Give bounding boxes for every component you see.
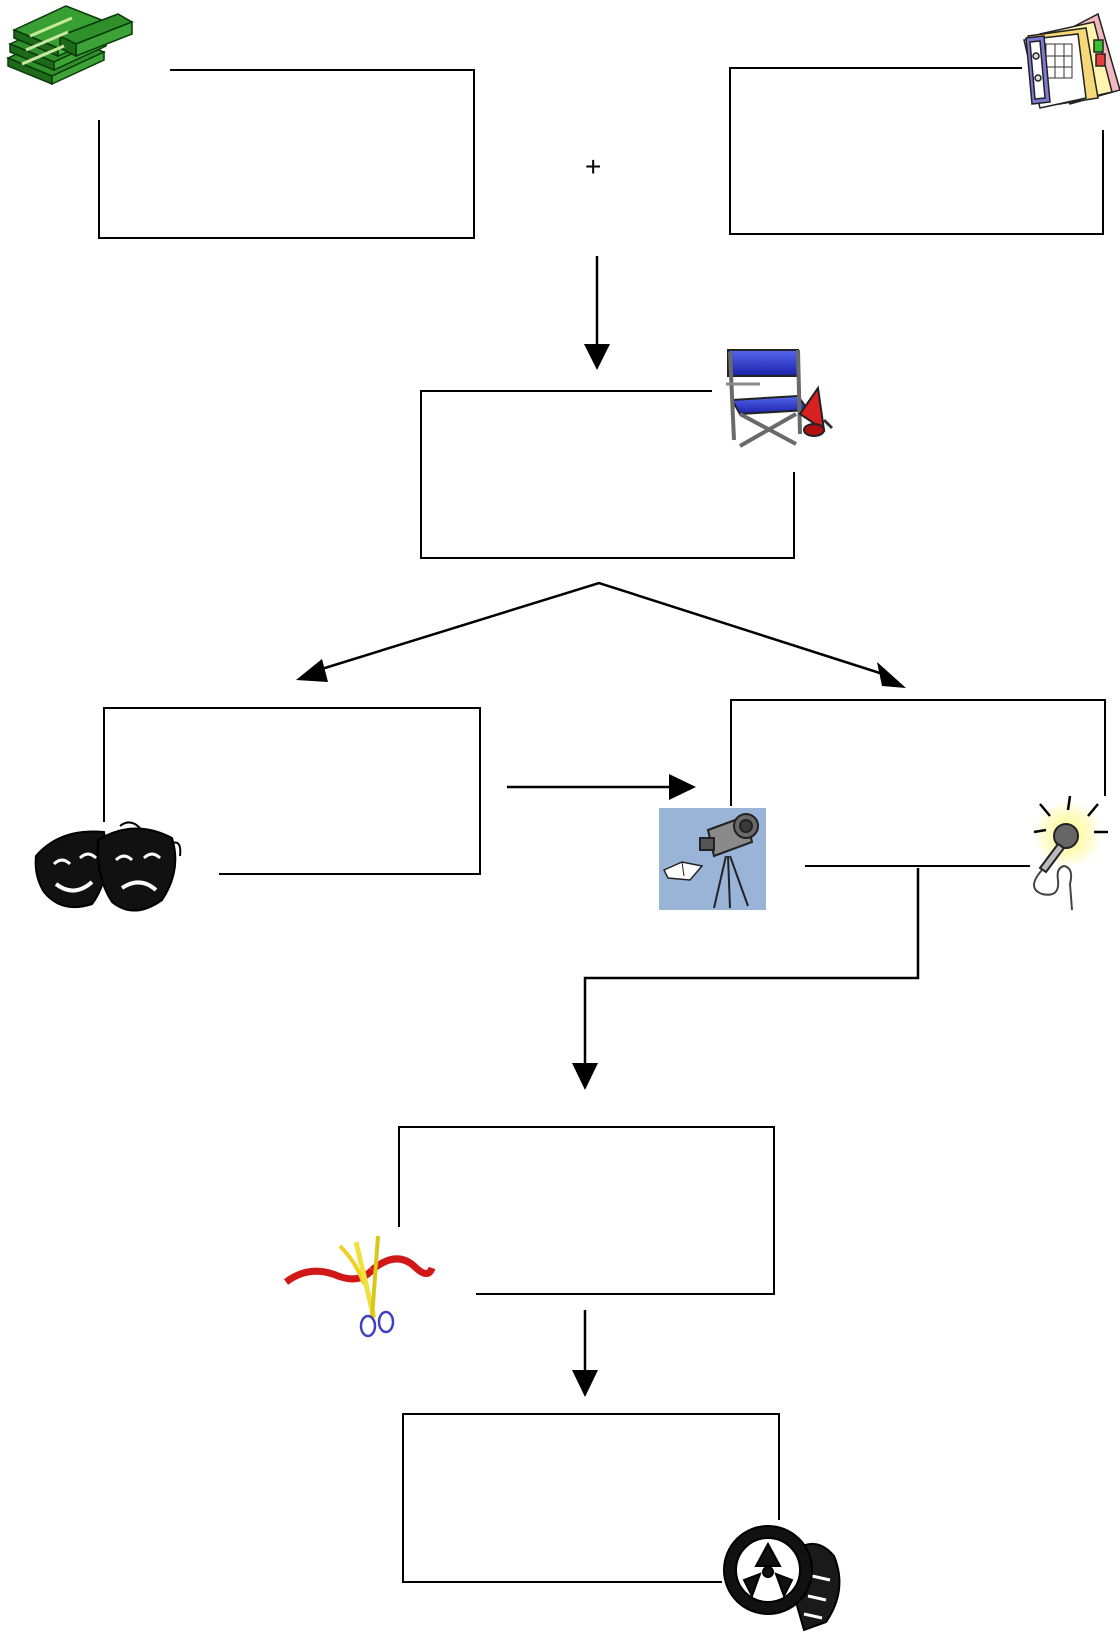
box-filming (730, 699, 1106, 806)
box-funding (98, 69, 475, 239)
arrowhead-down-director (584, 344, 610, 370)
connector-split (311, 581, 887, 677)
arrowhead-down-film (572, 1370, 598, 1397)
script-notebook-icon (1023, 12, 1120, 109)
boxes (98, 67, 1106, 1583)
film-reel-icon (723, 1525, 841, 1632)
box-film (402, 1413, 780, 1583)
director-chair-icon (726, 349, 834, 448)
plus-sign: + (585, 151, 602, 182)
connector-merge (583, 868, 920, 1065)
money-stack-icon (6, 5, 134, 86)
theater-masks-icon (34, 821, 182, 912)
arrowhead-left-actors (296, 659, 328, 682)
video-camera-icon (659, 808, 766, 910)
scissors-ribbon-icon (283, 1235, 436, 1338)
box-actors (103, 707, 481, 875)
arrowhead-down-editing (572, 1063, 598, 1090)
arrowheads (296, 344, 906, 1397)
box-script (729, 67, 1104, 235)
microphone-icon (1033, 795, 1108, 911)
connectors (311, 256, 920, 1372)
arrowhead-right-filming (877, 662, 906, 688)
box-director (420, 390, 795, 559)
arrowhead-right-camera (669, 774, 696, 800)
box-editing (398, 1126, 775, 1295)
